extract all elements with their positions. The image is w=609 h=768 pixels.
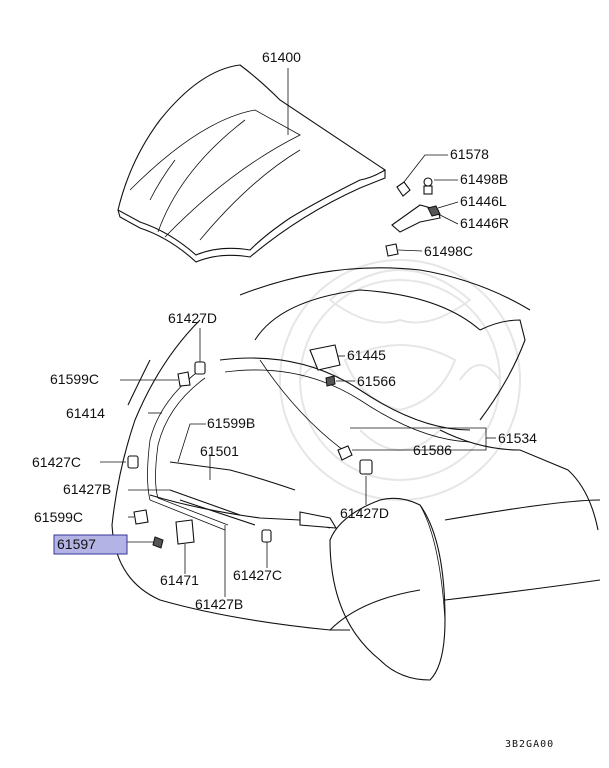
callout-61427C-bottom[interactable]: 61427C [233, 567, 282, 583]
callout-61414[interactable]: 61414 [66, 405, 105, 421]
callout-61445[interactable]: 61445 [347, 347, 386, 363]
small-parts [127, 344, 373, 549]
callout-61427B-bottom[interactable]: 61427B [195, 596, 243, 612]
callout-61586[interactable]: 61586 [413, 442, 452, 458]
callout-61427D-right[interactable]: 61427D [340, 505, 389, 521]
callout-61566[interactable]: 61566 [357, 373, 396, 389]
callout-61534[interactable]: 61534 [498, 430, 537, 446]
callout-61501[interactable]: 61501 [200, 443, 239, 459]
watermark-emblem [279, 259, 521, 501]
callout-61597[interactable]: 61597 [57, 536, 96, 552]
callout-61498B[interactable]: 61498B [460, 171, 508, 187]
drawing-code: 3B2GA00 [505, 739, 554, 750]
callout-labels: 61400 61578 61498B 61446L 61446R 61498C … [32, 49, 554, 750]
callout-61498C[interactable]: 61498C [424, 243, 473, 259]
callout-61427B-left[interactable]: 61427B [63, 481, 111, 497]
callout-61427C-left[interactable]: 61427C [32, 454, 81, 470]
callout-61599B[interactable]: 61599B [207, 415, 255, 431]
callout-61427D-top[interactable]: 61427D [168, 310, 217, 326]
callout-61400[interactable]: 61400 [262, 49, 301, 65]
callout-61446R[interactable]: 61446R [460, 215, 509, 231]
leader-lines [100, 68, 496, 597]
highlight-box-61597 [53, 534, 128, 555]
callout-61446L[interactable]: 61446L [460, 193, 507, 209]
callout-61578[interactable]: 61578 [450, 146, 489, 162]
vehicle-body-outline [111, 267, 601, 681]
callout-61471[interactable]: 61471 [160, 572, 199, 588]
hood-panel [117, 64, 387, 263]
callout-61599C-top[interactable]: 61599C [50, 371, 99, 387]
callout-61599C-bottom[interactable]: 61599C [34, 509, 83, 525]
hood-hinge-assembly [385, 177, 441, 257]
